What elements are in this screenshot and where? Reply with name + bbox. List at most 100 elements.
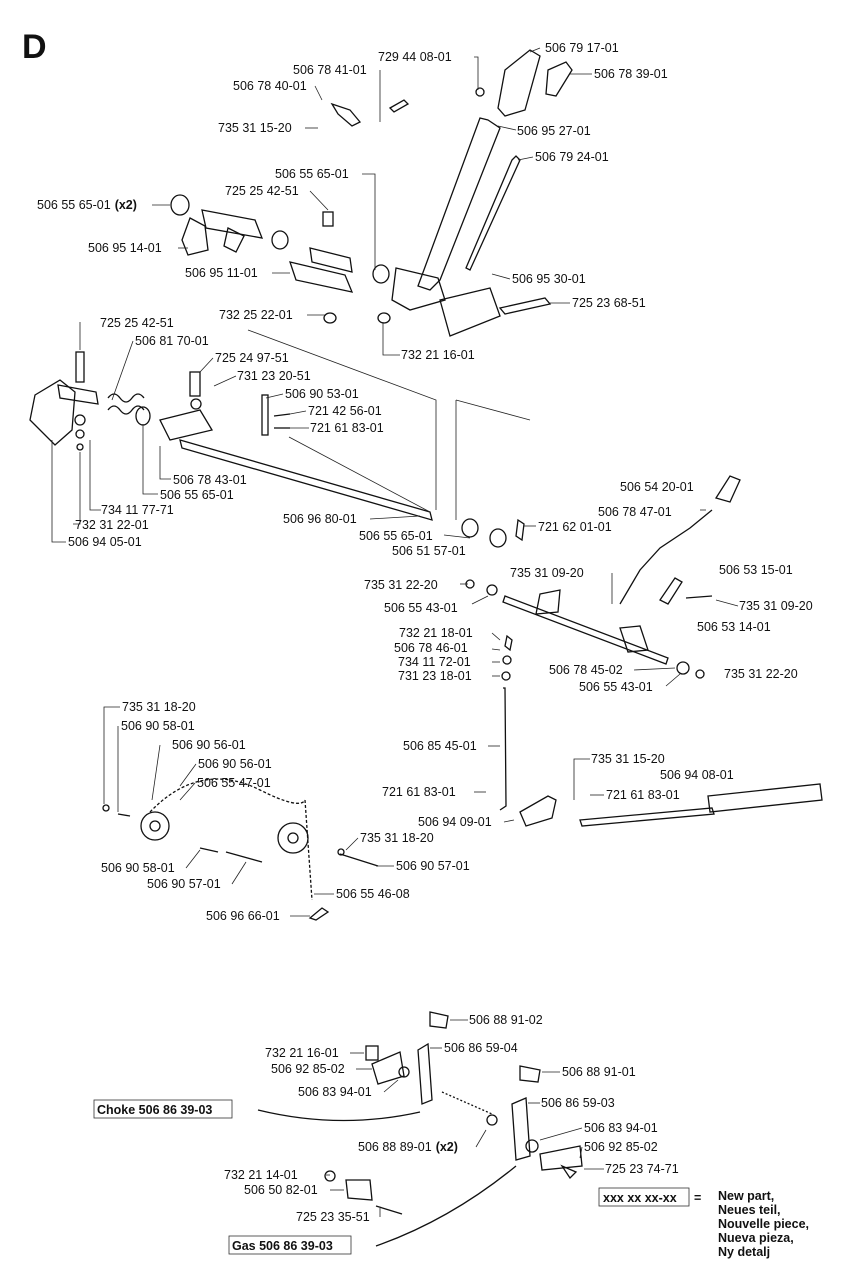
part-label: 506 90 53-01 [285, 387, 359, 401]
part-label: 506 55 43-01 [579, 680, 653, 694]
part-label: 506 92 85-02 [584, 1140, 658, 1154]
part-label: 732 25 22-01 [219, 308, 293, 322]
part-label: 506 96 66-01 [206, 909, 280, 923]
legend-line: Neues teil, [718, 1203, 781, 1217]
part-label: 725 23 74-71 [605, 1162, 679, 1176]
part-label: 734 11 72-01 [398, 655, 471, 669]
part-label: 725 25 42-51 [100, 316, 174, 330]
part-label: 506 79 17-01 [545, 41, 619, 55]
part-label: 506 95 11-01 [185, 266, 258, 280]
part-label: 506 51 57-01 [392, 544, 466, 558]
part-label: 731 23 20-51 [237, 369, 311, 383]
cable-controls-drawing [257, 1011, 583, 1247]
part-label: 506 90 58-01 [101, 861, 175, 875]
part-label: 506 86 59-04 [444, 1041, 518, 1055]
part-label: 735 31 15-20 [218, 121, 292, 135]
legend: xxx xx xx-xx = New part, Neues teil, Nou… [598, 1187, 809, 1259]
part-label: 732 21 16-01 [401, 348, 475, 362]
part-label: 725 23 68-51 [572, 296, 646, 310]
part-label: 506 90 56-01 [172, 738, 246, 752]
part-label: 506 88 89-01(x2) [358, 1140, 458, 1154]
part-label: 721 61 83-01 [382, 785, 456, 799]
part-label: 506 55 47-01 [197, 776, 271, 790]
part-label: 506 55 46-08 [336, 887, 410, 901]
choke-cable-text: Choke 506 86 39-03 [97, 1103, 212, 1117]
legend-line: New part, [718, 1189, 774, 1203]
part-label: 725 24 97-51 [215, 351, 289, 365]
throttle-linkage-drawing [461, 475, 823, 827]
choke-cable-label: Choke 506 86 39-03 [93, 1099, 233, 1119]
part-labels: 729 44 08-01 506 79 17-01 506 78 41-01 5… [37, 41, 813, 1224]
part-label: 506 54 20-01 [620, 480, 694, 494]
section-letter: D [22, 28, 47, 66]
part-label: 735 31 18-20 [360, 831, 434, 845]
part-label: 506 90 57-01 [396, 859, 470, 873]
part-label: 732 21 16-01 [265, 1046, 339, 1060]
part-label: 506 86 59-03 [541, 1096, 615, 1110]
gas-cable-text: Gas 506 86 39-03 [232, 1239, 333, 1253]
legend-line: Nouvelle piece, [718, 1217, 809, 1231]
part-label: 506 78 40-01 [233, 79, 307, 93]
part-label: 506 83 94-01 [584, 1121, 658, 1135]
legend-line: Ny detalj [718, 1245, 770, 1259]
part-label: 731 23 18-01 [398, 669, 472, 683]
legend-equals: = [694, 1191, 701, 1205]
part-label: 506 78 43-01 [173, 473, 247, 487]
legend-line: Nueva pieza, [718, 1231, 794, 1245]
part-label: 735 31 18-20 [122, 700, 196, 714]
gas-cable-label: Gas 506 86 39-03 [228, 1235, 352, 1255]
part-label: 506 90 57-01 [147, 877, 221, 891]
part-label: 721 61 83-01 [310, 421, 384, 435]
part-label: 506 55 65-01 [160, 488, 234, 502]
part-label: 506 95 30-01 [512, 272, 586, 286]
part-label: 732 31 22-01 [75, 518, 149, 532]
part-label: 735 31 09-20 [739, 599, 813, 613]
part-label: 506 55 43-01 [384, 601, 458, 615]
part-label: 506 88 91-01 [562, 1065, 636, 1079]
part-label: 506 95 27-01 [517, 124, 591, 138]
part-label: 721 62 01-01 [538, 520, 612, 534]
part-label: 734 11 77-71 [101, 503, 174, 517]
part-label: 735 31 15-20 [591, 752, 665, 766]
part-label: 506 94 05-01 [68, 535, 142, 549]
leader-lines [51, 47, 739, 1217]
part-label: 506 79 24-01 [535, 150, 609, 164]
part-label: 506 55 65-01(x2) [37, 198, 137, 212]
part-label: 506 55 65-01 [275, 167, 349, 181]
part-label: 729 44 08-01 [378, 50, 452, 64]
part-label: 506 94 09-01 [418, 815, 492, 829]
part-label: 506 78 47-01 [598, 505, 672, 519]
part-label: 506 78 39-01 [594, 67, 668, 81]
part-label: 506 90 58-01 [121, 719, 195, 733]
part-label: 506 94 08-01 [660, 768, 734, 782]
part-label: 506 95 14-01 [88, 241, 162, 255]
part-label: 506 55 65-01 [359, 529, 433, 543]
part-label: 732 21 18-01 [399, 626, 473, 640]
part-label: 506 88 91-02 [469, 1013, 543, 1027]
part-label: 506 81 70-01 [135, 334, 209, 348]
part-label: 506 85 45-01 [403, 739, 477, 753]
part-label: 506 78 41-01 [293, 63, 367, 77]
part-label: 725 25 42-51 [225, 184, 299, 198]
part-label: 506 90 56-01 [198, 757, 272, 771]
part-label: 721 61 83-01 [606, 788, 680, 802]
chain-sprocket-drawing [102, 778, 379, 921]
part-label: 506 53 14-01 [697, 620, 771, 634]
part-label: 725 23 35-51 [296, 1210, 370, 1224]
part-label: 735 31 22-20 [724, 667, 798, 681]
part-label: 506 78 46-01 [394, 641, 468, 655]
part-label: 506 78 45-02 [549, 663, 623, 677]
part-label: 506 92 85-02 [271, 1062, 345, 1076]
part-label: 735 31 09-20 [510, 566, 584, 580]
part-label: 506 96 80-01 [283, 512, 357, 526]
part-label: 732 21 14-01 [224, 1168, 298, 1182]
part-label: 506 50 82-01 [244, 1183, 318, 1197]
handle-assembly-drawing [170, 49, 573, 337]
part-label: 735 31 22-20 [364, 578, 438, 592]
part-label: 506 83 94-01 [298, 1085, 372, 1099]
part-label: 506 53 15-01 [719, 563, 793, 577]
spring-shaft-drawing [29, 351, 433, 521]
legend-code: xxx xx xx-xx [603, 1191, 677, 1205]
part-label: 721 42 56-01 [308, 404, 382, 418]
